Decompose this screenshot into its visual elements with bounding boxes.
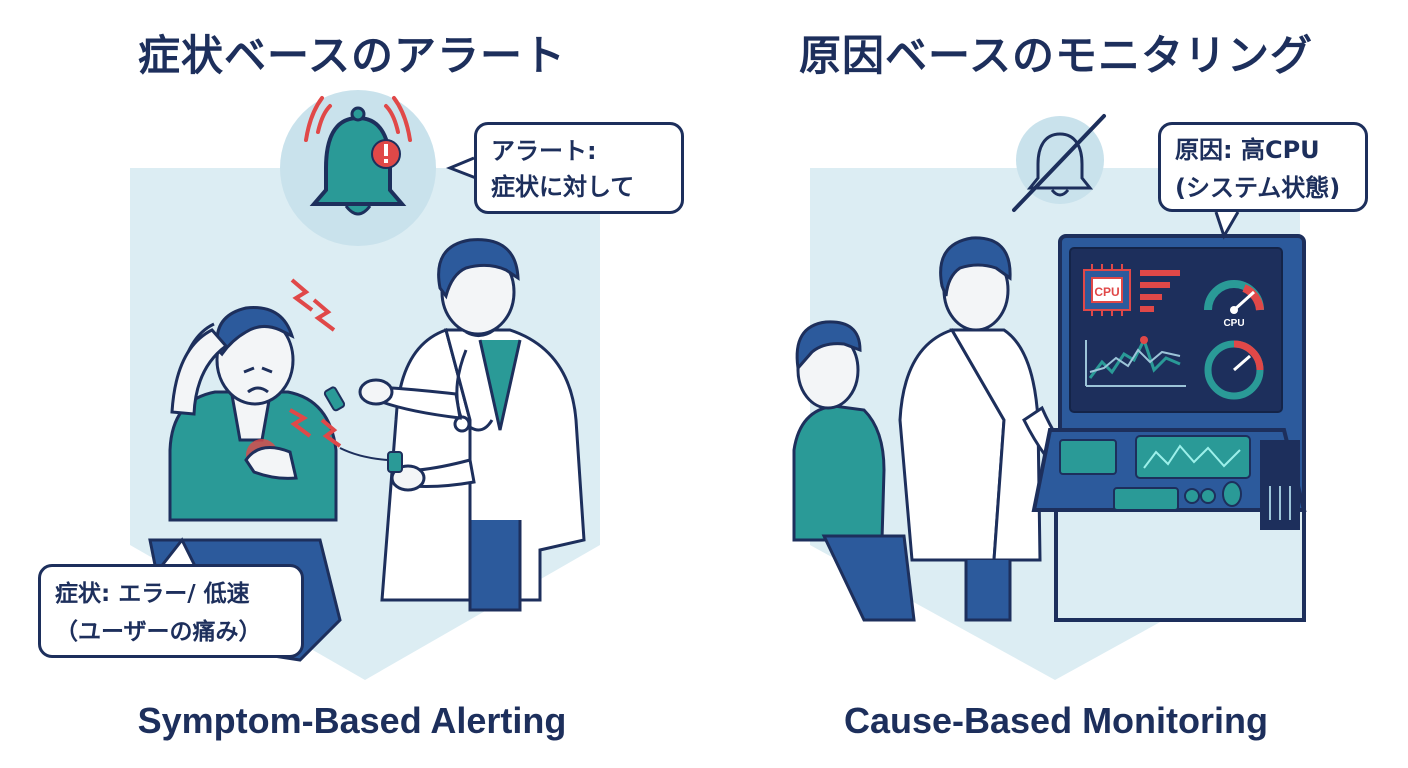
bell-icon <box>280 90 436 246</box>
symptom-title: 症状ベースのアラート <box>138 31 566 80</box>
gauge-icon <box>1204 280 1264 314</box>
alert-bubble-line2: 症状に対して <box>491 173 635 201</box>
cpu-chip-icon <box>1083 264 1131 316</box>
alert-badge-icon <box>371 139 401 169</box>
cause-bubble: 原因: 高CPU (システム状態) <box>1158 122 1368 212</box>
symptom-panel: 症状ベースのアラート <box>38 31 684 741</box>
cause-bubble-line1: 原因: 高CPU <box>1175 136 1320 164</box>
line-chart-widget <box>1085 336 1186 387</box>
symptom-bubble: 症状: エラー/ 低速 （ユーザーの痛み） <box>38 564 304 658</box>
cause-illustration: CPU CPU <box>792 114 1307 680</box>
symptom-bubble-line1: 症状: エラー/ 低速 <box>55 581 250 607</box>
symptom-caption: Symptom-Based Alerting <box>137 700 567 741</box>
symptom-bubble-line2: （ユーザーの痛み） <box>55 619 262 645</box>
doctor-figure <box>323 238 586 612</box>
alert-bubble: アラート: 症状に対して <box>474 122 684 214</box>
gauge-label: CPU <box>1223 318 1244 329</box>
cpu-bar-meter <box>1140 270 1180 312</box>
cause-caption: Cause-Based Monitoring <box>843 700 1269 741</box>
gauge-2-icon <box>1204 340 1264 400</box>
chip-label: CPU <box>1094 285 1119 299</box>
control-console <box>1031 234 1307 622</box>
observer-figure <box>792 320 916 622</box>
alert-bubble-line1: アラート: <box>491 137 597 165</box>
cause-panel: 原因ベースのモニタリング <box>704 0 1408 768</box>
cause-title: 原因ベースのモニタリング <box>799 31 1313 80</box>
muted-bell-icon <box>1012 114 1106 212</box>
cause-bubble-line2: (システム状態) <box>1175 174 1341 202</box>
